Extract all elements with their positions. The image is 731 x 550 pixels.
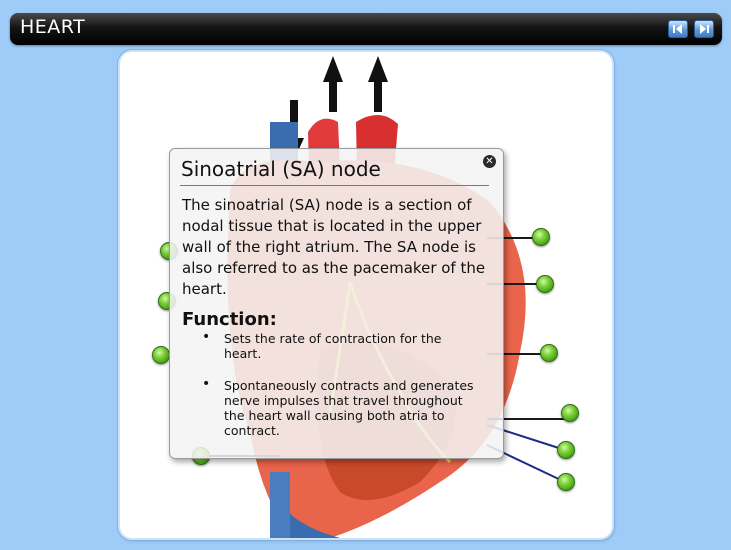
next-button[interactable] [694, 20, 714, 38]
triangle-left-icon [673, 24, 682, 34]
hotspot-dot[interactable] [557, 441, 575, 459]
previous-button[interactable] [668, 20, 688, 38]
list-item: Spontaneously contracts and generates ne… [182, 377, 482, 438]
pointer-line [487, 353, 549, 355]
function-list: Sets the rate of contraction for the hea… [182, 330, 482, 455]
list-item: Sets the rate of contraction for the hea… [182, 330, 482, 361]
info-popup: Sinoatrial (SA) node ✕ The sinoatrial (S… [169, 148, 504, 459]
triangle-right-icon [700, 24, 709, 34]
popup-title: Sinoatrial (SA) node [181, 157, 381, 181]
function-heading: Function: [182, 309, 277, 330]
pointer-line [487, 418, 570, 420]
close-icon[interactable]: ✕ [483, 155, 496, 168]
hotspot-dot[interactable] [152, 346, 170, 364]
title-bar: HEART [10, 13, 722, 45]
pointer-line [487, 283, 545, 285]
popup-description: The sinoatrial (SA) node is a section of… [182, 196, 486, 298]
hotspot-dot[interactable] [532, 228, 550, 246]
hotspot-dot[interactable] [540, 344, 558, 362]
hotspot-dot[interactable] [557, 473, 575, 491]
title-divider [180, 185, 489, 186]
hotspot-dot[interactable] [561, 404, 579, 422]
app-title: HEART [20, 16, 86, 38]
pointer-line [487, 237, 541, 239]
hotspot-dot[interactable] [536, 275, 554, 293]
